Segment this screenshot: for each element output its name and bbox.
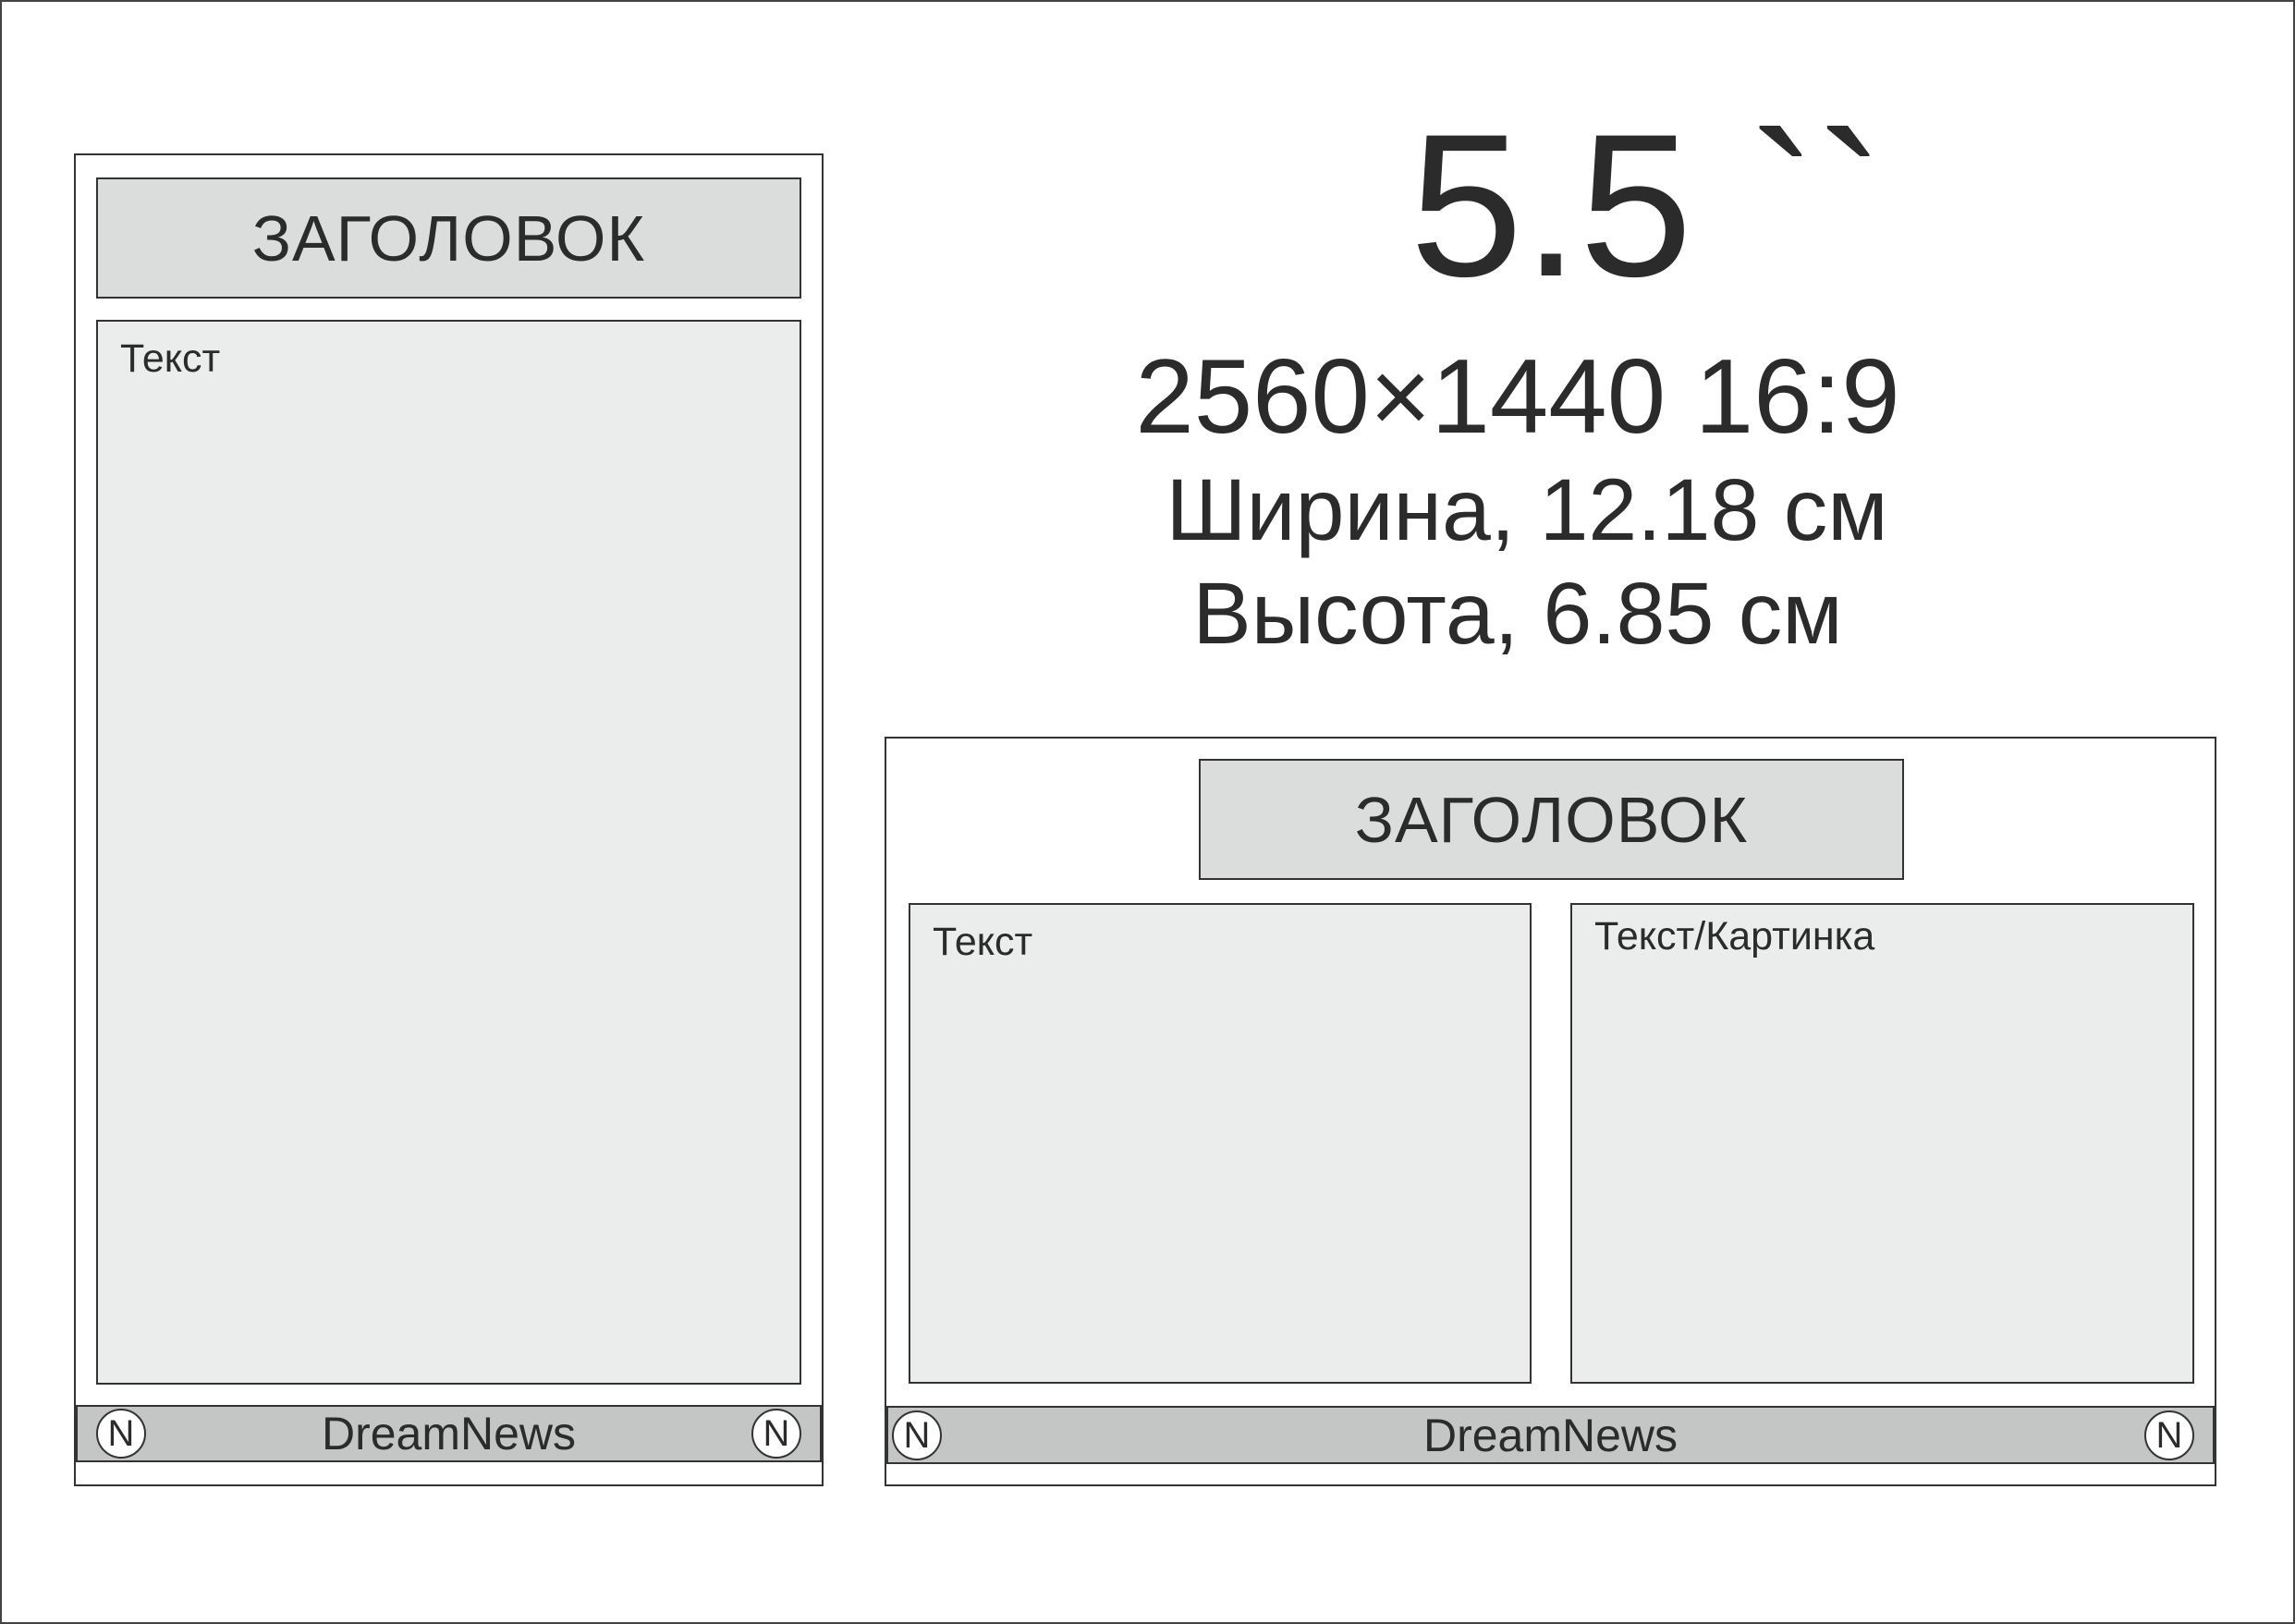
width-text: Ширина, 12.18 см xyxy=(1166,461,1888,559)
portrait-footer-label: DreamNews xyxy=(321,1408,577,1459)
resolution-text: 2560×1440 16:9 xyxy=(1135,338,1900,456)
landscape-layout-frame: ЗАГОЛОВОК Текст Текст/Картинка N DreamNe… xyxy=(885,737,2216,1486)
landscape-image-panel: Текст/Картинка xyxy=(1570,903,2194,1384)
landscape-footer-bar: N DreamNews N xyxy=(886,1406,2215,1464)
portrait-footer-bar: N DreamNews N xyxy=(76,1405,822,1462)
portrait-header-label: ЗАГОЛОВОК xyxy=(251,201,646,275)
height-text: Высота, 6.85 см xyxy=(1192,565,1843,663)
landscape-text-panel-label: Текст xyxy=(933,920,1033,964)
portrait-text-panel-label: Текст xyxy=(120,336,221,381)
landscape-text-panel: Текст xyxy=(909,903,1532,1384)
portrait-text-panel: Текст xyxy=(96,320,801,1385)
landscape-header: ЗАГОЛОВОК xyxy=(1199,759,1904,880)
n-logo-icon: N xyxy=(751,1409,801,1459)
portrait-layout-frame: ЗАГОЛОВОК Текст N DreamNews N xyxy=(74,153,824,1486)
screen-size-title: 5.5 `` xyxy=(1410,92,1885,319)
n-logo-icon: N xyxy=(96,1409,146,1459)
n-logo-icon: N xyxy=(892,1410,942,1460)
landscape-image-panel-label: Текст/Картинка xyxy=(1594,914,1875,959)
landscape-footer-label: DreamNews xyxy=(1422,1409,1679,1461)
n-logo-icon: N xyxy=(2144,1410,2194,1460)
landscape-header-label: ЗАГОЛОВОК xyxy=(1354,783,1749,856)
portrait-header: ЗАГОЛОВОК xyxy=(96,177,801,299)
